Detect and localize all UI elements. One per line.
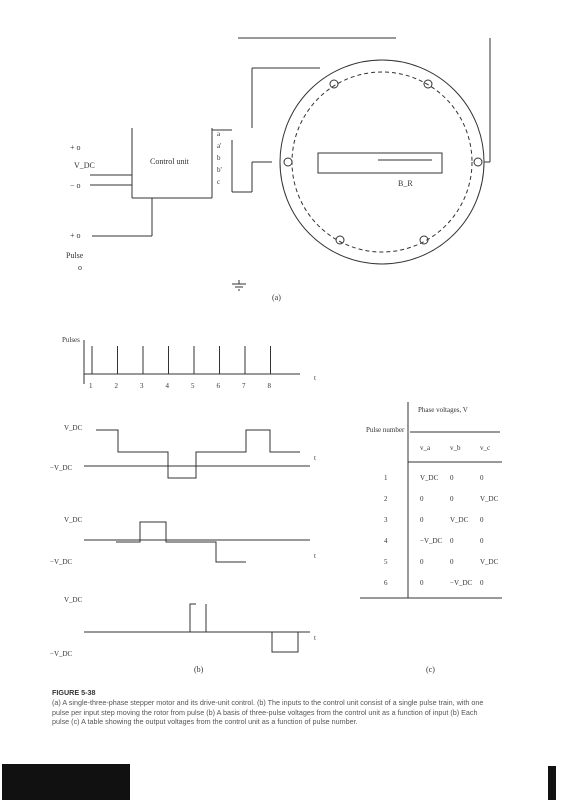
pulse-number: 5: [191, 382, 195, 390]
terminal-label-a: a: [217, 130, 221, 138]
table-cell: 0: [480, 537, 484, 545]
wave2-axis-label: t: [314, 552, 316, 560]
table-cell: 0: [450, 537, 454, 545]
supply-minus-label: − o: [70, 181, 81, 190]
supply-voltage-label: V_DC: [74, 161, 95, 170]
table-row-pulse: 5: [384, 558, 388, 566]
pulse-number: 4: [166, 382, 170, 390]
table-cell: 0: [450, 474, 454, 482]
table-row-pulse: 1: [384, 474, 388, 482]
wave1-top-label: V_DC: [64, 424, 83, 432]
table-col-pulse: Pulse number: [366, 426, 405, 434]
terminal-label-a-prime: a': [217, 142, 221, 150]
wave3-top-label: V_DC: [64, 596, 83, 604]
table-cell: V_DC: [450, 516, 469, 524]
table-cell: −V_DC: [420, 537, 443, 545]
pulse-time-label: t: [314, 374, 316, 382]
table-cell: 0: [420, 579, 424, 587]
rotor-field-label: B_R: [398, 179, 413, 188]
wave2-bottom-label: −V_DC: [50, 558, 73, 566]
pulse-number: 3: [140, 382, 144, 390]
table-row-pulse: 6: [384, 579, 388, 587]
part-c-label: (c): [426, 665, 435, 674]
scan-edge-bar: [2, 764, 130, 800]
pulse-number: 1: [89, 382, 93, 390]
pulse-train-label: Pulses: [62, 336, 80, 344]
table-cell: 0: [480, 474, 484, 482]
table-cell: 0: [420, 558, 424, 566]
figure-number: FIGURE 5-38: [52, 688, 96, 697]
table-cell: 0: [420, 495, 424, 503]
wave3-bottom-label: −V_DC: [50, 650, 73, 658]
pulse-input-label: Pulse: [66, 251, 84, 260]
wave1-axis-label: t: [314, 454, 316, 462]
table-cell: 0: [480, 516, 484, 524]
table-cell: V_DC: [480, 495, 499, 503]
table-cell: 0: [480, 579, 484, 587]
table-cell: −V_DC: [450, 579, 473, 587]
figure-caption-block: FIGURE 5-38 (a) A single-three-phase ste…: [52, 688, 492, 727]
pulse-numbers: 1 2 3 4 5 6 7 8: [89, 382, 272, 390]
table-cell: 0: [450, 558, 454, 566]
table-col-vc: v_c: [480, 444, 490, 452]
pulse-number: 8: [268, 382, 272, 390]
table-cell: 0: [450, 495, 454, 503]
part-a-label: (a): [272, 293, 281, 302]
pulse-plus-label: + o: [70, 231, 81, 240]
table-col-vb: v_b: [450, 444, 461, 452]
wave2-top-label: V_DC: [64, 516, 83, 524]
pulse-number: 6: [217, 382, 221, 390]
table-col-group: Phase voltages, V: [418, 406, 468, 414]
table-row-pulse: 2: [384, 495, 388, 503]
terminal-label-b: b: [217, 154, 221, 162]
table-row-pulse: 3: [384, 516, 388, 524]
wave1-bottom-label: −V_DC: [50, 464, 73, 472]
table-cell: 0: [420, 516, 424, 524]
pulse-ticks: [91, 346, 271, 374]
terminal-label-b-prime: b': [217, 166, 222, 174]
part-b-label: (b): [194, 665, 204, 674]
wave3-axis-label: t: [314, 634, 316, 642]
control-unit-label: Control unit: [150, 157, 190, 166]
pulse-number: 7: [242, 382, 246, 390]
table-cell: V_DC: [480, 558, 499, 566]
pulse-input-minus: o: [78, 263, 82, 272]
supply-plus-label: + o: [70, 143, 81, 152]
terminal-label-c: c: [217, 178, 220, 186]
figure-caption: (a) A single-three-phase stepper motor a…: [52, 698, 484, 727]
table-cell: V_DC: [420, 474, 439, 482]
table-row-pulse: 4: [384, 537, 388, 545]
pulse-number: 2: [115, 382, 119, 390]
scan-edge-mark: [548, 766, 556, 800]
table-col-va: v_a: [420, 444, 431, 452]
